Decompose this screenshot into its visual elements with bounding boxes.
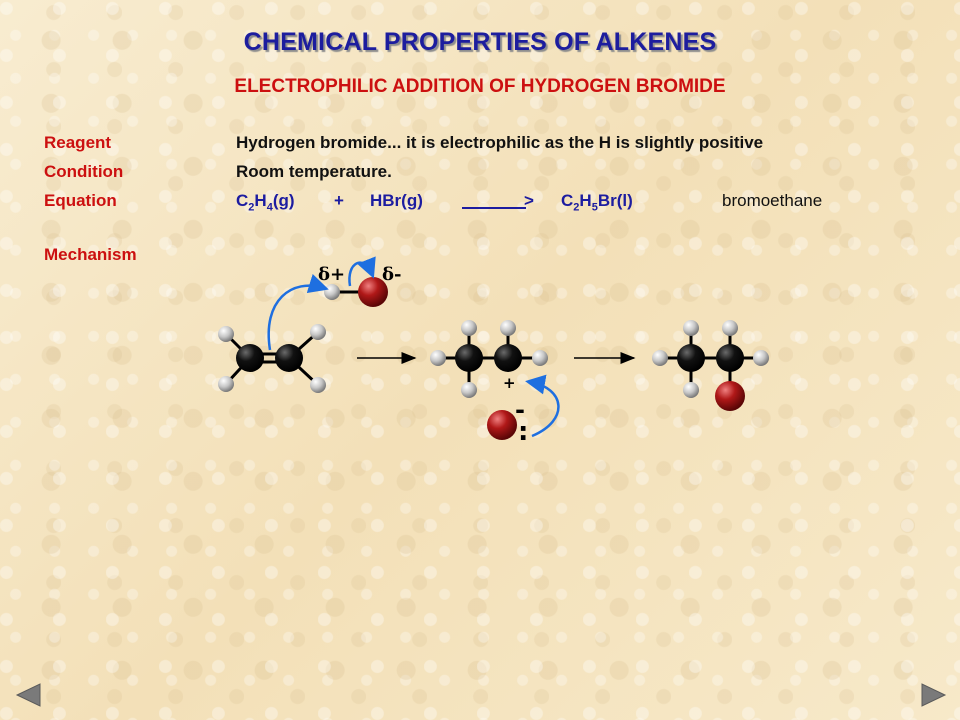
equation-reactant-ethene: C2H4(g) (236, 191, 295, 214)
hydrogen-atom (461, 382, 477, 398)
curly-arrow-bromide-attack (525, 374, 560, 438)
equation-plus: + (334, 191, 344, 210)
triangle-right-icon (921, 683, 947, 707)
equation-arrow-head: > (524, 191, 534, 210)
hydrogen-atom (652, 350, 668, 366)
delta-plus-label: δ+ (318, 264, 345, 285)
bromine-atom (715, 381, 745, 411)
hydrogen-atom (430, 350, 446, 366)
hydrogen-atom (683, 320, 699, 336)
carbon-atom (677, 344, 705, 372)
hydrogen-atom (310, 377, 326, 393)
carbocation-molecule (430, 320, 548, 398)
hydrogen-atom (532, 350, 548, 366)
delta-minus-label: δ- (382, 264, 401, 285)
previous-slide-button[interactable] (14, 682, 42, 713)
product-name: bromoethane (722, 191, 823, 210)
bromide-ion (487, 410, 517, 440)
hydrogen-atom (722, 320, 738, 336)
bromine-atom (358, 277, 388, 307)
triangle-left-icon (15, 683, 41, 707)
hydrogen-atom (218, 326, 234, 342)
slide-subtitle: ELECTROPHILIC ADDITION OF HYDROGEN BROMI… (234, 76, 726, 97)
condition-label: Condition (44, 162, 124, 181)
lone-pair: : (518, 417, 528, 447)
reagent-label: Reagent (44, 133, 112, 152)
carbocation-charge: + (503, 374, 516, 392)
reagent-text: Hydrogen bromide... it is electrophilic … (236, 133, 764, 152)
equation-arrow-line (462, 207, 526, 209)
hydrogen-atom (500, 320, 516, 336)
carbon-atom (716, 344, 744, 372)
mechanism-label: Mechanism (44, 245, 137, 264)
hydrogen-atom (461, 320, 477, 336)
equation-label: Equation (44, 191, 117, 210)
condition-text: Room temperature. (236, 162, 392, 181)
curly-arrow-hbr-bond (348, 256, 376, 287)
hydrogen-atom (218, 376, 234, 392)
bromoethane-molecule (652, 320, 769, 411)
carbon-atom (455, 344, 483, 372)
equation-product: C2H5Br(l) (561, 191, 633, 214)
equation-reactant-hbr: HBr(g) (370, 191, 423, 210)
ethene-molecule (218, 324, 326, 393)
bromide-charge: - (515, 396, 525, 424)
hydrogen-atom (683, 382, 699, 398)
hydrogen-atom (310, 324, 326, 340)
curly-arrow-pi-bond (267, 273, 329, 351)
carbon-atom (494, 344, 522, 372)
next-slide-button[interactable] (920, 682, 948, 713)
slide-title: CHEMICAL PROPERTIES OF ALKENES (243, 28, 717, 56)
hydrogen-atom (753, 350, 769, 366)
carbon-atom (275, 344, 303, 372)
hydrogen-atom (324, 284, 340, 300)
carbon-atom (236, 344, 264, 372)
